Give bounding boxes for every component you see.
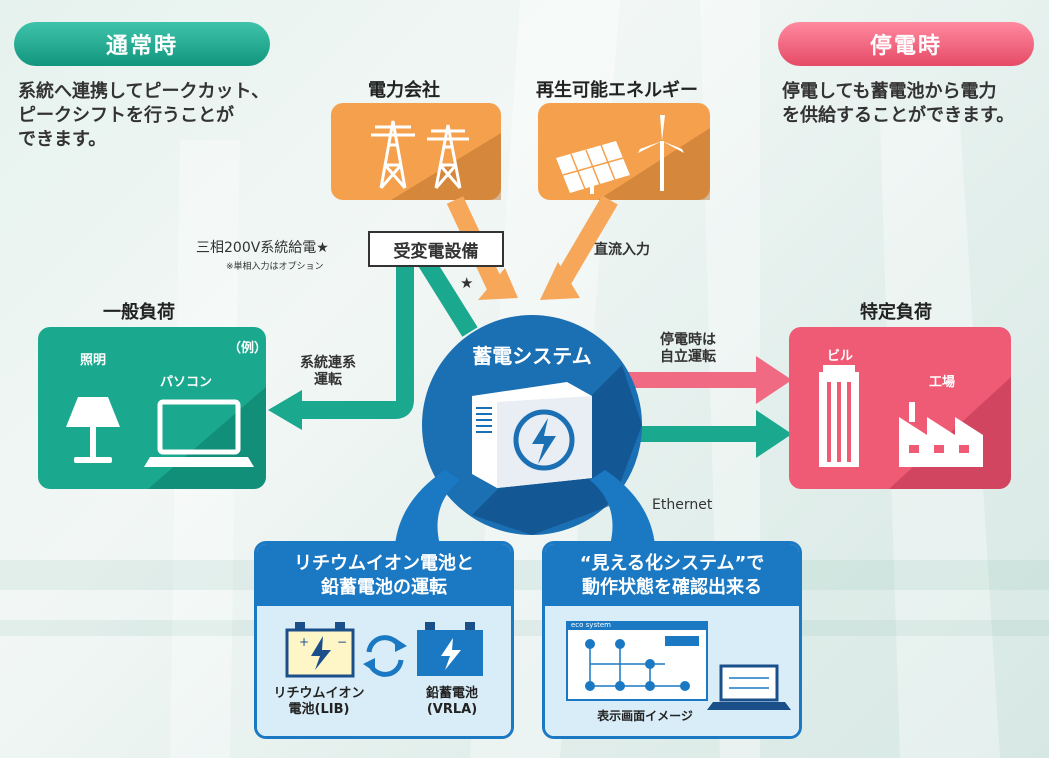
star-mark: ★	[460, 274, 474, 292]
grid-link-line-1: 系統連系	[300, 355, 356, 371]
general-load-example: （例）	[228, 341, 266, 356]
substation-label: 受変電設備	[393, 241, 479, 262]
battery-panel-header: リチウムイオン電池と 鉛蓄電池の運転	[257, 544, 511, 606]
normal-desc-line-1: 系統へ連携してピークカット、	[18, 81, 270, 102]
power-company-box	[331, 103, 501, 200]
normal-desc-line-2: ピークシフトを行うことが	[18, 105, 234, 126]
monitor-panel-title-2: 動作状態を確認出来る	[582, 577, 762, 598]
lamp-pc-icon	[66, 387, 266, 489]
normal-mode-title: 通常時	[105, 34, 178, 59]
battery-panel-title-1: リチウムイオン電池と	[294, 553, 474, 574]
battery-panel-title-2: 鉛蓄電池の運転	[321, 577, 447, 598]
ethernet-label: Ethernet	[652, 497, 713, 513]
grid-link-label: 系統連系 運転	[300, 355, 356, 389]
specific-load-label: 特定負荷	[860, 302, 932, 323]
outage-run-line-2: 自立運転	[660, 349, 716, 365]
svg-text:+: +	[299, 635, 309, 649]
factory-label: 工場	[929, 375, 956, 390]
pc-label: パソコン	[160, 375, 213, 390]
renewable-box	[538, 103, 710, 200]
power-tower-icon	[371, 120, 501, 200]
lib-label: リチウムイオン 電池(LIB)	[269, 686, 369, 718]
outage-desc-line-2: を供給することができます。	[782, 105, 1015, 126]
normal-mode-description: 系統へ連携してピークカット、 ピークシフトを行うことが できます。	[18, 80, 278, 152]
dc-input-label: 直流入力	[594, 242, 650, 258]
three-phase-note: ※単相入力はオプション	[226, 262, 324, 272]
svg-text:−: −	[337, 635, 347, 649]
substation-box: 受変電設備	[368, 231, 504, 267]
vrla-label-line-2: (VRLA)	[426, 702, 478, 717]
specific-load-box: ビル 工場	[789, 327, 1011, 489]
lighting-label: 照明	[80, 353, 107, 368]
screen-caption: 表示画面イメージ	[597, 709, 693, 723]
monitor-panel-title-1: “見える化システム”で	[579, 553, 765, 574]
solar-wind-icon	[556, 115, 710, 200]
general-load-box: （例） 照明 パソコン	[38, 327, 266, 489]
outage-run-line-1: 停電時は	[660, 332, 716, 348]
normal-desc-line-3: できます。	[18, 129, 107, 150]
monitor-panel: “見える化システム”で 動作状態を確認出来る eco system 表示画面イメ…	[542, 541, 802, 739]
building-factory-icon	[819, 365, 1011, 489]
storage-unit-icon	[472, 382, 592, 488]
vrla-label-line-1: 鉛蓄電池	[425, 686, 478, 701]
battery-icons: + −	[285, 622, 483, 678]
screen-label: eco system	[571, 621, 611, 629]
storage-system-label: 蓄電システム	[472, 344, 592, 368]
general-load-label: 一般負荷	[103, 302, 175, 323]
outage-desc-line-1: 停電しても蓄電池から電力	[782, 81, 997, 102]
outage-mode-description: 停電しても蓄電池から電力 を供給することができます。	[782, 80, 1042, 128]
normal-mode-pill: 通常時	[14, 22, 270, 66]
outage-run-label: 停電時は 自立運転	[660, 332, 716, 366]
grid-link-line-2: 運転	[314, 372, 342, 388]
outage-mode-pill: 停電時	[778, 22, 1034, 66]
battery-panel: リチウムイオン電池と 鉛蓄電池の運転 + − リチウムイオン 電池(LIB) 鉛…	[254, 541, 514, 739]
monitor-screen-image	[566, 621, 791, 710]
building-label: ビル	[827, 349, 854, 364]
three-phase-text: 三相200V系統給電★	[196, 240, 329, 256]
power-company-label: 電力会社	[368, 80, 440, 101]
renewable-label: 再生可能エネルギー	[536, 80, 698, 101]
monitor-panel-header: “見える化システム”で 動作状態を確認出来る	[545, 544, 799, 606]
lib-label-line-1: リチウムイオン	[273, 686, 365, 701]
vrla-label: 鉛蓄電池 (VRLA)	[402, 686, 502, 718]
outage-mode-title: 停電時	[869, 34, 942, 59]
lib-label-line-2: 電池(LIB)	[288, 702, 350, 717]
